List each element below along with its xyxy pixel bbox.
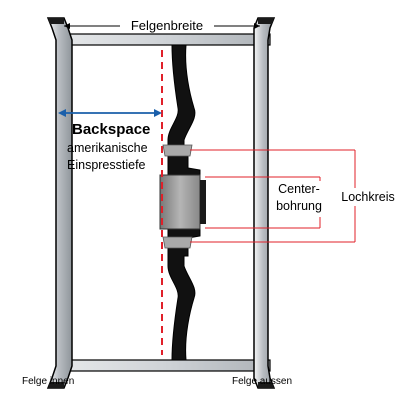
backspace-arrow-left-icon	[58, 109, 66, 117]
width-arrow-left-icon	[64, 23, 70, 29]
label-lochkreis: Lochkreis	[341, 190, 395, 204]
label-felge-innen: Felge innen	[22, 376, 74, 387]
rim-flange-inner	[46, 17, 73, 389]
lug-hole-top	[162, 144, 193, 157]
center-bore	[159, 174, 201, 230]
rim-barrel-bottom	[59, 359, 271, 372]
label-amerikanische: amerikanische	[67, 141, 148, 155]
flange-tip-inner-top	[48, 18, 64, 24]
center-label-bg	[273, 181, 325, 217]
width-arrow-right-icon	[254, 23, 260, 29]
flange-tip-outer-top	[258, 18, 274, 24]
label-backspace: Backspace	[72, 121, 150, 138]
backspace-arrow-right-icon	[154, 109, 162, 117]
center-bore-cap	[200, 180, 206, 224]
rim-flange-outer	[253, 17, 276, 389]
label-felge-aussen: Felge aussen	[232, 376, 292, 387]
lug-hole-bottom	[162, 236, 193, 249]
rim-barrel-top	[59, 33, 271, 46]
label-center-line2: bohrung	[276, 199, 322, 213]
label-einspresstiefe: Einspresstiefe	[67, 158, 146, 172]
label-center-line1: Center-	[278, 182, 320, 196]
flange-tip-outer-bottom	[258, 382, 274, 388]
label-felgenbreite: Felgenbreite	[131, 18, 203, 33]
lochkreis-label-bg	[334, 188, 400, 206]
flange-tip-inner-bottom	[48, 382, 64, 388]
